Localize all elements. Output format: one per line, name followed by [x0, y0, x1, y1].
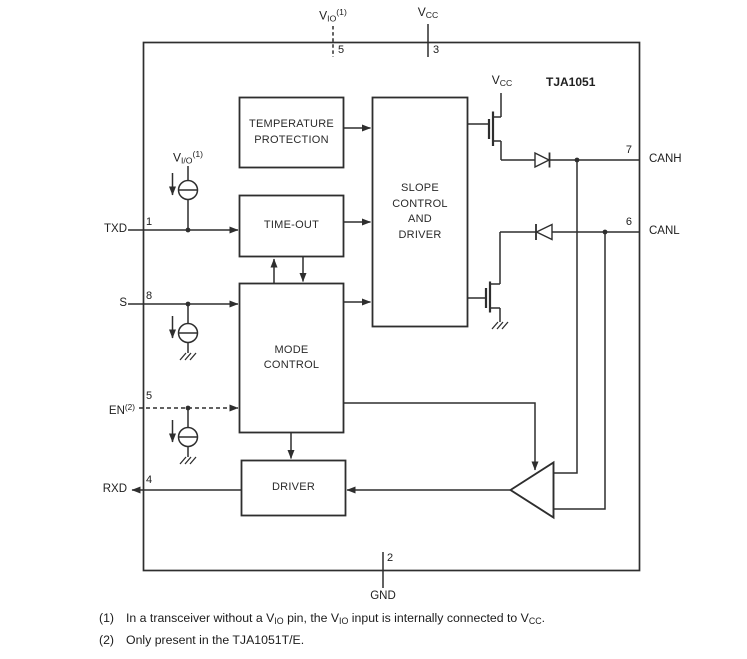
vio-source-label: VI/O(1) [172, 149, 204, 166]
footnote-1: (1) In a transceiver without a VIO pin, … [99, 611, 546, 627]
pin-label-canl: CANL [649, 225, 680, 237]
ground-icon [179, 352, 197, 361]
pin-number-1: 1 [146, 216, 153, 228]
temperature-protection-label: TEMPERATURE PROTECTION [248, 118, 335, 146]
chip-title: TJA1051 [546, 75, 596, 89]
canh-diode [501, 151, 639, 169]
receiver-comparator [346, 160, 606, 520]
time-out-block [238, 194, 345, 258]
pin-number-6: 6 [625, 216, 632, 228]
mode-control-label: MODE CONTROL [263, 343, 320, 372]
pin-number-7: 7 [625, 144, 632, 156]
en-current-source [169, 408, 199, 465]
canl-transistor [467, 232, 509, 330]
junction-dots [185, 157, 608, 411]
pin-number-2: 2 [387, 552, 394, 564]
mode-control-block [238, 282, 345, 434]
vcc-inner-label: VCC [491, 73, 513, 89]
time-out-label: TIME-OUT [263, 219, 320, 232]
slope-control-driver-label: SLOPE CONTROL AND DRIVER [392, 182, 448, 241]
pin-label-rxd: RXD [102, 483, 127, 495]
pin-label-en: EN(2) [108, 403, 135, 418]
footnote-2: (2) Only present in the TJA1051T/E. [99, 633, 305, 647]
ground-icon [179, 456, 197, 465]
pin-label-txd: TXD [104, 223, 127, 235]
vcc-top-label: VCC [417, 5, 439, 21]
pin-label-s: S [119, 297, 127, 309]
pin-number-5-top: 5 [338, 44, 345, 56]
pin-number-8: 8 [146, 290, 153, 302]
mode-timeout-links [270, 257, 307, 283]
driver-block [240, 459, 347, 517]
s-current-source [169, 304, 199, 361]
temperature-protection-block [238, 96, 345, 169]
driver-label: DRIVER [271, 481, 316, 494]
vio-top-label: VIO(1) [319, 7, 347, 24]
mode-to-receiver-line [344, 402, 539, 471]
pin-number-3-top: 3 [433, 44, 440, 56]
pin-label-gnd: GND [370, 590, 396, 602]
pin-number-4: 4 [146, 474, 153, 486]
chip-boundary [142, 41, 641, 572]
slope-control-driver-block [371, 96, 469, 328]
canl-diode [500, 223, 639, 241]
ground-icon [491, 321, 509, 330]
canh-transistor [467, 93, 502, 160]
vio-current-source [169, 166, 199, 230]
pin-label-canh: CANH [649, 153, 682, 165]
pin-number-5-left: 5 [146, 390, 153, 402]
